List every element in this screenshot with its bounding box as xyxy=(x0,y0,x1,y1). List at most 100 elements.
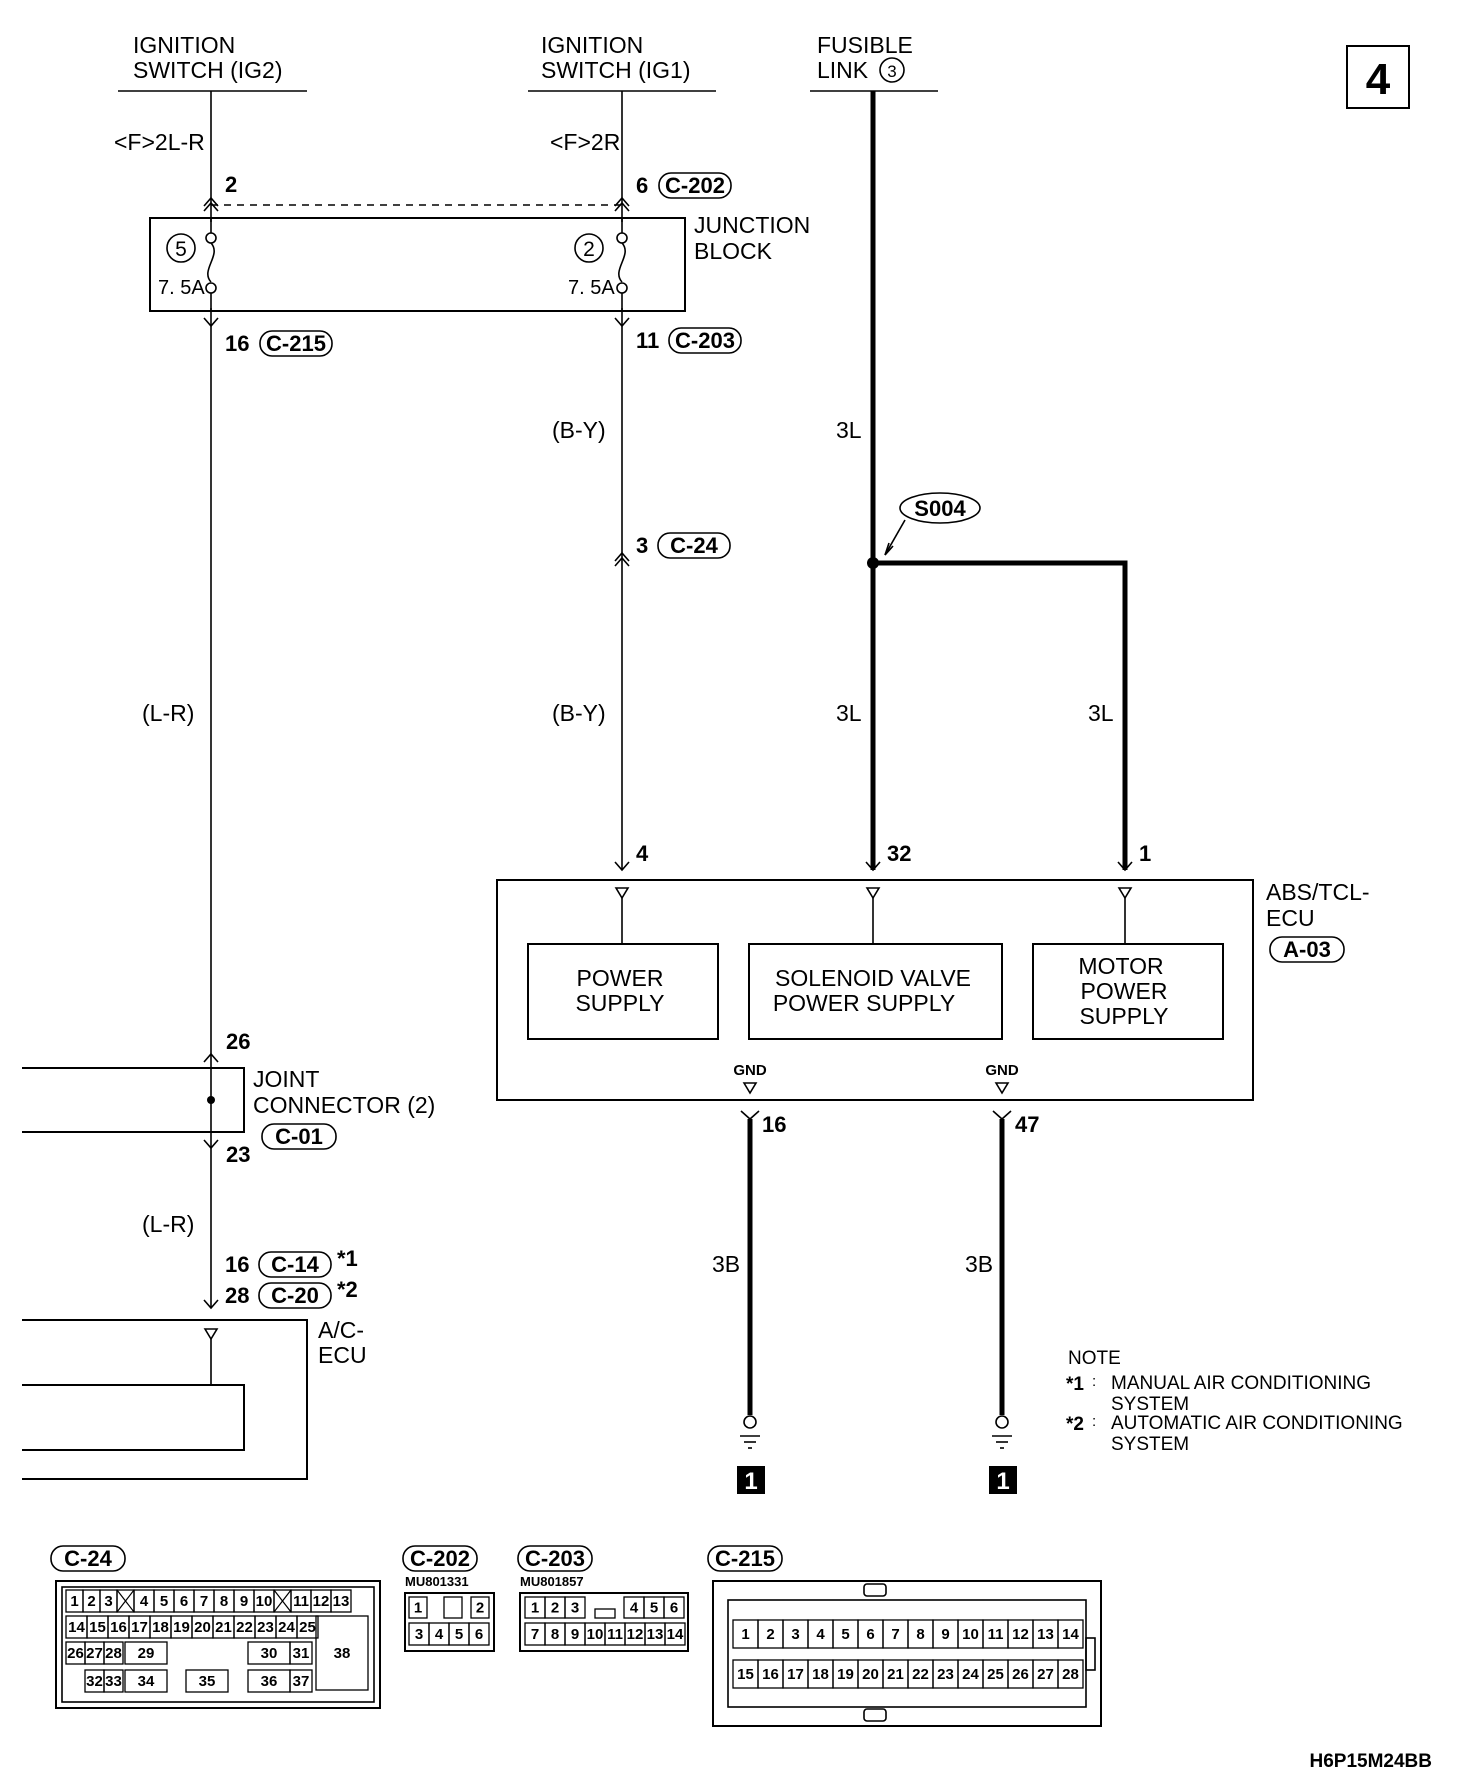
svg-text:26: 26 xyxy=(1012,1666,1029,1683)
c202-pin-3: 3 xyxy=(408,1622,430,1646)
svg-text:3: 3 xyxy=(104,1593,112,1610)
wire-ig1-color-top: <F>2R xyxy=(550,129,620,155)
c24-pin-2: 2 xyxy=(82,1589,101,1613)
page-number-box xyxy=(1346,45,1410,109)
svg-text:MU801857: MU801857 xyxy=(520,1574,584,1589)
c24-pin-36: 36 xyxy=(247,1669,291,1693)
abs-ecu-box xyxy=(496,879,1254,1101)
c215-pin-21: 21 xyxy=(882,1659,909,1689)
svg-text:13: 13 xyxy=(1037,1626,1054,1643)
svg-text:2: 2 xyxy=(476,1600,484,1617)
svg-text:C-14: C-14 xyxy=(271,1252,319,1277)
svg-text:4: 4 xyxy=(816,1626,825,1643)
svg-text:27: 27 xyxy=(1037,1666,1054,1683)
c215-pin-15: 15 xyxy=(732,1659,759,1689)
abs-gnd-pin-16: 16 xyxy=(762,1112,786,1137)
junction-block xyxy=(149,196,686,328)
svg-text:20: 20 xyxy=(194,1619,211,1636)
svg-text:SWITCH (IG1): SWITCH (IG1) xyxy=(541,57,691,83)
svg-text:24: 24 xyxy=(962,1666,979,1683)
c215-pin-18: 18 xyxy=(807,1659,834,1689)
joint-in-mark xyxy=(203,1052,219,1063)
c203-pin-6: 6 xyxy=(663,1596,685,1619)
svg-text:31: 31 xyxy=(293,1645,310,1662)
c215-pin-6: 6 xyxy=(857,1619,884,1649)
svg-text:5: 5 xyxy=(160,1593,168,1610)
svg-text:6: 6 xyxy=(180,1593,188,1610)
c203-pin-9: 9 xyxy=(564,1622,586,1646)
c24-pin-13: 13 xyxy=(330,1589,352,1613)
c24-pin-22: 22 xyxy=(233,1615,256,1639)
svg-text:38: 38 xyxy=(334,1645,351,1662)
c215-pin-7: 7 xyxy=(882,1619,909,1649)
svg-text:POWER: POWER xyxy=(577,965,664,991)
svg-text:9: 9 xyxy=(240,1593,248,1610)
c215-pin-25: 25 xyxy=(982,1659,1009,1689)
c24-pin-8: 8 xyxy=(213,1589,235,1613)
c215-pin-3: 3 xyxy=(782,1619,809,1649)
c203-pin-11: 11 xyxy=(604,1622,626,1646)
svg-text:2: 2 xyxy=(87,1593,95,1610)
svg-text:1: 1 xyxy=(414,1600,422,1617)
svg-text:5: 5 xyxy=(841,1626,849,1643)
svg-text:21: 21 xyxy=(215,1619,232,1636)
c24-pin-35: 35 xyxy=(185,1669,229,1693)
c203-pin-12: 12 xyxy=(624,1622,646,1646)
svg-text:MANUAL AIR CONDITIONING: MANUAL AIR CONDITIONING xyxy=(1111,1373,1371,1394)
c215-pin-11: 11 xyxy=(982,1619,1009,1649)
joint-pin-in: 26 xyxy=(226,1029,250,1054)
jb-in-right-conn-tag: C-202 xyxy=(658,172,732,199)
jb-out-right-conn-tag: C-203 xyxy=(668,327,742,354)
c202-pin-1: 1 xyxy=(408,1596,428,1619)
svg-text:IGNITION: IGNITION xyxy=(541,32,643,58)
abs-ecu-label-2: ECU xyxy=(1266,905,1315,931)
svg-text:9: 9 xyxy=(571,1626,579,1643)
source-ignition-ig2: IGNITION SWITCH (IG2) xyxy=(118,32,307,92)
abs-gnd-mark-left xyxy=(742,1082,758,1095)
svg-text:POWER SUPPLY: POWER SUPPLY xyxy=(773,990,955,1016)
c203-pin-13: 13 xyxy=(644,1622,666,1646)
svg-text:MU801331: MU801331 xyxy=(405,1574,469,1589)
svg-text:32: 32 xyxy=(86,1673,103,1690)
c215-pin-23: 23 xyxy=(932,1659,959,1689)
svg-text:LINK: LINK xyxy=(817,57,869,83)
c203-pin-10: 10 xyxy=(584,1622,606,1646)
svg-text:37: 37 xyxy=(293,1673,310,1690)
svg-text:34: 34 xyxy=(138,1673,155,1690)
junction-block-label-1: JUNCTION xyxy=(694,212,810,238)
c202-pin-5: 5 xyxy=(448,1622,470,1646)
abs-gnd-pin-47: 47 xyxy=(1015,1112,1039,1137)
svg-text:8: 8 xyxy=(551,1626,559,1643)
svg-text:SUPPLY: SUPPLY xyxy=(1079,1003,1168,1029)
svg-text:6: 6 xyxy=(670,1600,678,1617)
svg-text:26: 26 xyxy=(67,1645,84,1662)
svg-text:8: 8 xyxy=(220,1593,228,1610)
svg-text:13: 13 xyxy=(333,1593,350,1610)
c203-key xyxy=(594,1608,616,1619)
svg-text:12: 12 xyxy=(627,1626,644,1643)
c24-pin-10: 10 xyxy=(253,1589,275,1613)
c215-pin-10: 10 xyxy=(957,1619,984,1649)
c202-key xyxy=(443,1596,463,1619)
joint-connector-label-1: JOINT xyxy=(253,1066,319,1092)
svg-text:15: 15 xyxy=(89,1619,106,1636)
svg-text:28: 28 xyxy=(105,1645,122,1662)
svg-text:1: 1 xyxy=(741,1626,749,1643)
source-fusible-link: FUSIBLE LINK 3 xyxy=(810,32,938,92)
svg-text:8: 8 xyxy=(916,1626,924,1643)
c24-pin-1: 1 xyxy=(65,1589,84,1613)
page-number: 4 xyxy=(1366,55,1391,104)
wire-ig2-color-top: <F>2L-R xyxy=(114,129,205,155)
svg-text:C-01: C-01 xyxy=(275,1124,323,1149)
abs-internal-wires xyxy=(614,887,1133,944)
svg-text:12: 12 xyxy=(1012,1626,1029,1643)
svg-text:1: 1 xyxy=(531,1600,539,1617)
figure-code: H6P15M24BB xyxy=(1310,1751,1433,1772)
svg-text:FUSIBLE: FUSIBLE xyxy=(817,32,913,58)
c215-pin-14: 14 xyxy=(1057,1619,1084,1649)
c215-pin-19: 19 xyxy=(832,1659,859,1689)
c24-pin-5: 5 xyxy=(153,1589,175,1613)
